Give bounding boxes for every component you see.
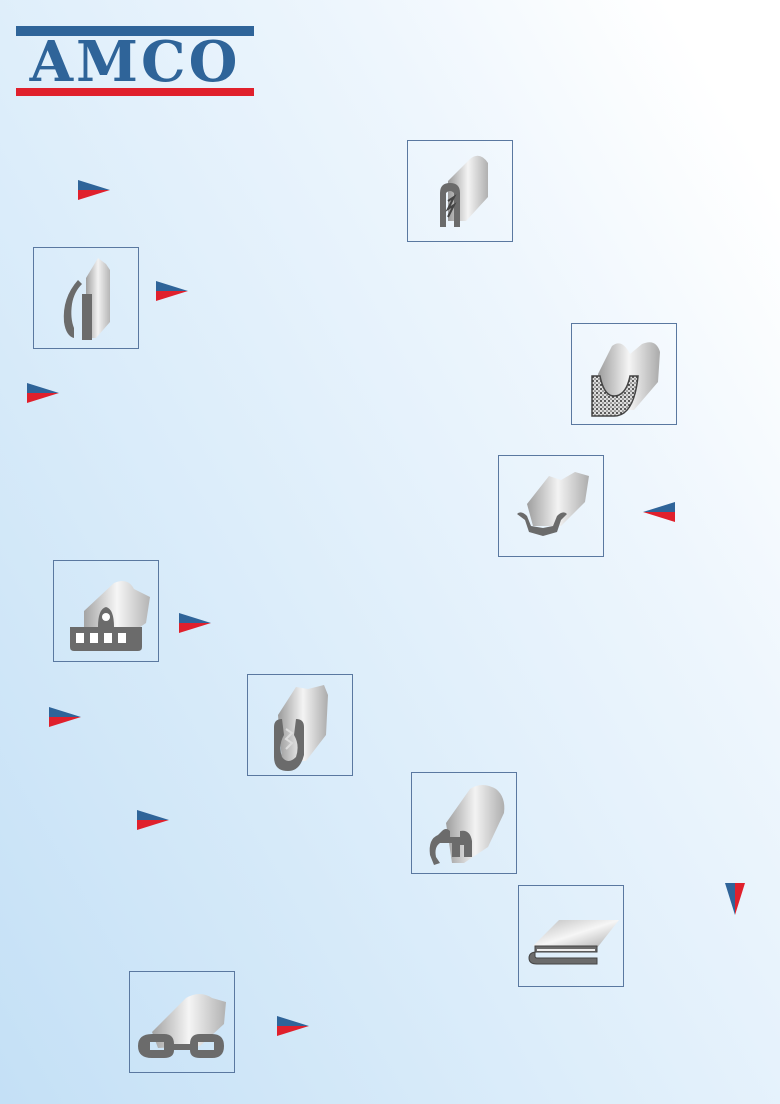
logo-top-bar (16, 26, 254, 36)
product-box-trim-seal[interactable] (407, 140, 513, 242)
foam-u-channel-seal-icon (591, 342, 660, 417)
logo-text: AMCO (29, 29, 241, 95)
product-box-bulb-clip[interactable] (411, 772, 517, 874)
bulb-base-seal-icon (70, 581, 150, 651)
pointer-flag-7 (137, 810, 169, 830)
j-channel-edge-trim-icon (63, 258, 110, 340)
product-box-double-channel[interactable] (498, 455, 604, 557)
amco-logo: AMCO (16, 26, 254, 98)
pointer-flag-8 (725, 883, 745, 915)
pointer-flag-3 (27, 383, 59, 403)
bulb-clip-seal-icon (429, 785, 505, 865)
pointer-flag-5 (179, 613, 211, 633)
pointer-flag-4 (643, 502, 675, 522)
pointer-flag-6 (49, 707, 81, 727)
u-channel-edge-trim-icon (274, 685, 328, 771)
product-box-h-profile[interactable] (129, 971, 235, 1073)
logo-bottom-bar (16, 88, 254, 96)
pointer-flag-2 (156, 281, 188, 301)
double-channel-seal-icon (517, 472, 589, 536)
h-profile-glazing-icon (138, 994, 226, 1058)
product-box-flat-strip[interactable] (518, 885, 624, 987)
pointer-flag-9 (277, 1016, 309, 1036)
product-box-bulb-base[interactable] (53, 560, 159, 662)
product-box-j-channel[interactable] (33, 247, 139, 349)
trim-seal-gripper-icon (440, 155, 488, 227)
pointer-flag-1 (78, 180, 110, 200)
product-box-u-channel[interactable] (247, 674, 353, 776)
flat-strip-edge-icon (528, 920, 619, 965)
product-box-foam-u[interactable] (571, 323, 677, 425)
